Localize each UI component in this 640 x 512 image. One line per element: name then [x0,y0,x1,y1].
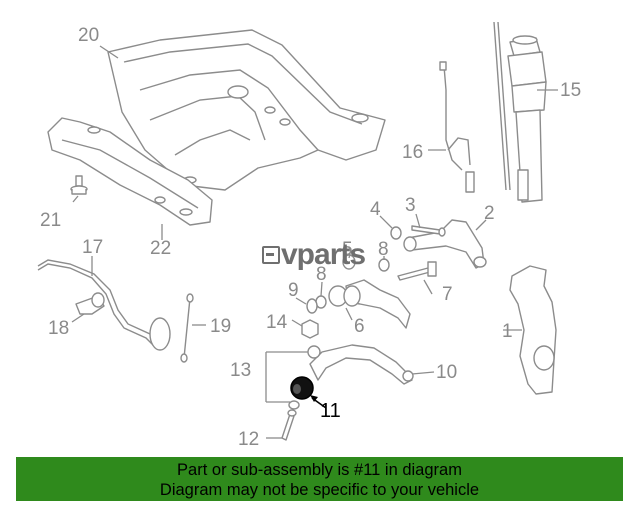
callout-22: 22 [150,238,171,259]
callout-14: 14 [266,312,288,333]
logo-wordmark: vparts [281,238,366,271]
callout-15: 15 [560,80,581,101]
callout-20: 20 [78,25,99,46]
callout-8-lower: 8 [316,264,327,285]
callout-9: 9 [288,280,299,301]
bracket-part-18 [75,292,105,315]
callout-4: 4 [370,199,381,220]
bushing-part-9 [306,298,318,314]
banner-line-2: Diagram may not be specific to your vehi… [159,481,480,499]
steering-knuckle-part-1 [509,265,557,395]
tension-strut-part-6 [328,279,411,329]
callout-11-highlighted: 11 [320,400,341,422]
callout-7: 7 [442,284,453,305]
washer-part-4 [390,226,402,240]
bolt-part-12 [281,409,297,441]
callout-16: 16 [402,142,423,163]
callout-1: 1 [502,321,513,342]
cross-beam-part-22 [47,117,213,226]
sensor-wire-part-16 [439,61,475,193]
info-banner: Part or sub-assembly is #11 in diagram D… [16,457,623,501]
callout-17: 17 [82,237,103,258]
air-strut-part-15 [493,21,547,203]
bushing-part-5 [342,254,356,270]
bolt-part-21 [70,175,88,195]
callout-5: 5 [342,239,353,260]
parts-diagram: 20 15 16 3 4 2 21 22 17 5 8 8 9 7 18 19 … [37,21,581,450]
bushing-part-11-highlighted [290,376,314,400]
callout-2: 2 [484,203,495,224]
callout-6: 6 [354,316,365,337]
logo-mark-icon [262,246,280,264]
callout-12: 12 [238,429,259,450]
callout-19: 19 [210,316,231,337]
nut-part-14 [301,319,319,339]
washer-part-8-upper [378,258,390,272]
link-part-19 [180,293,194,363]
vparts-logo: vparts [262,238,366,271]
callout-13: 13 [230,360,251,381]
callout-8-upper: 8 [378,239,389,260]
washer-part-13 [288,400,300,410]
leader-lines [71,45,558,439]
banner-line-1: Part or sub-assembly is #11 in diagram [177,461,462,479]
bolt-part-7 [397,261,437,281]
sway-bar-part-17 [37,259,171,351]
callout-18: 18 [48,318,69,339]
lower-control-arm-part-10 [307,344,414,385]
upper-control-arm-part-2 [403,219,487,269]
callout-3: 3 [405,195,416,216]
subframe-part-20 [107,29,386,191]
callout-21: 21 [40,210,61,231]
callout-10: 10 [436,362,457,383]
bolt-part-3 [411,225,446,237]
